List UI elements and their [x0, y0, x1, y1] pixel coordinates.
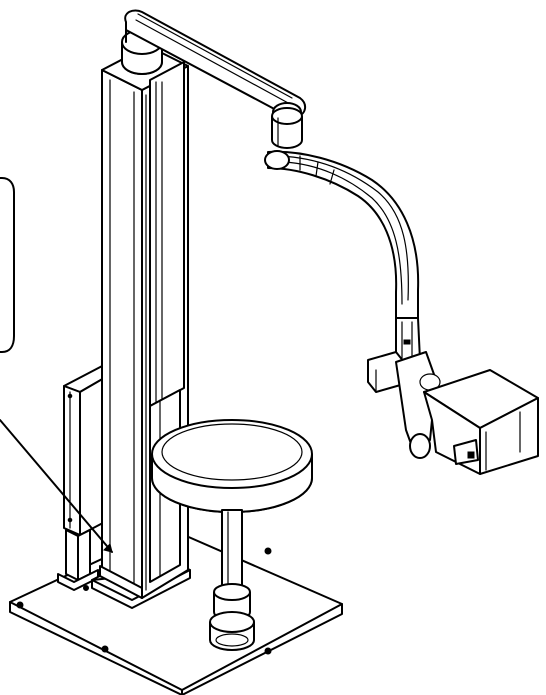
callout — [0, 177, 113, 553]
detector-head — [367, 351, 539, 475]
stool — [151, 419, 313, 651]
vertical-column — [91, 45, 191, 609]
c-arm — [264, 107, 421, 361]
callout-arrowhead — [103, 543, 113, 553]
